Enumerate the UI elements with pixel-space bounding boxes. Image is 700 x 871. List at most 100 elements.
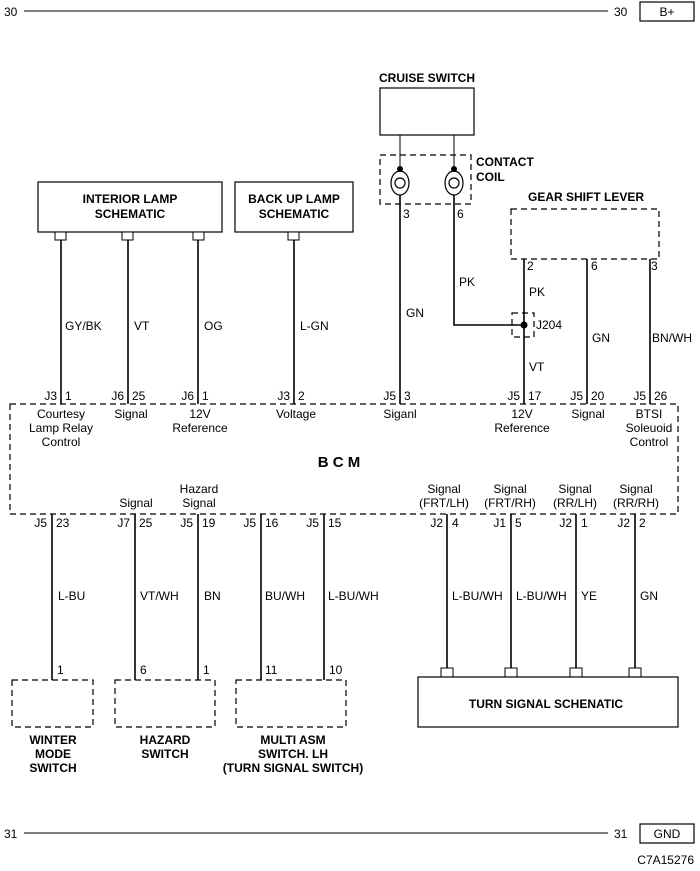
hazard-pin-6: 6: [140, 663, 147, 677]
multi-asm-switch: 11 10 MULTI ASM SWITCH. LH (TURN SIGNAL …: [223, 663, 363, 775]
wire-gn-gear: GN: [592, 331, 610, 345]
winter-title-1: WINTER: [29, 733, 77, 747]
top-rail-num-left: 30: [4, 5, 18, 19]
bcm-label-signal-j5: Signal: [571, 407, 604, 421]
wire-gn-ts: GN: [640, 589, 658, 603]
hazard-title-2: SWITCH: [141, 747, 188, 761]
contact-coil-box: [379, 154, 472, 205]
bcm-bot-conn-3: J5: [180, 516, 193, 530]
bcm-bot-pin-4: 16: [265, 516, 279, 530]
bcm-label-rr-lh-2: (RR/LH): [553, 496, 597, 510]
bcm-bot-conn-9: J2: [617, 516, 630, 530]
bcm-top-pin-4: 2: [298, 389, 305, 403]
bottom-ground-rail: 31 31 GND: [4, 823, 695, 844]
wire-vt-splice: VT: [529, 360, 545, 374]
bcm-label-rr-rh-1: Signal: [619, 482, 652, 496]
multi-pin-10: 10: [329, 663, 343, 677]
cruise-switch: CRUISE SWITCH: [379, 71, 475, 160]
wire-pk-gear: PK: [529, 285, 545, 299]
wire-ye: YE: [581, 589, 597, 603]
bcm-label-hazard-1: Hazard: [180, 482, 219, 496]
multi-title-1: MULTI ASM: [260, 733, 325, 747]
bcm-bot-conn-7: J1: [493, 516, 506, 530]
backup-lamp-schematic: BACK UP LAMP SCHEMATIC: [234, 181, 354, 241]
bcm-label-courtesy-2: Lamp Relay: [29, 421, 93, 435]
backup-lamp-title-2: SCHEMATIC: [259, 207, 330, 221]
cruise-switch-box: [379, 87, 475, 136]
wire-bu-wh: BU/WH: [265, 589, 305, 603]
bcm-label-12v-2: Reference: [172, 421, 228, 435]
gear-shift-lever-title: GEAR SHIFT LEVER: [528, 190, 644, 204]
bcm-top-conn-3: J6: [181, 389, 194, 403]
winter-title-3: SWITCH: [29, 761, 76, 775]
wire-og: OG: [204, 319, 223, 333]
bcm-bot-conn-1: J5: [34, 516, 47, 530]
bcm-label-rr-rh-2: (RR/RH): [613, 496, 659, 510]
bcm-top-pin-6: 17: [528, 389, 542, 403]
interior-lamp-title-2: SCHEMATIC: [95, 207, 166, 221]
multi-title-2: SWITCH. LH: [258, 747, 328, 761]
lower-wire-labels: L-BU VT/WH BN BU/WH L-BU/WH L-BU/WH L-BU…: [58, 589, 658, 603]
gear-pin-2: 2: [527, 259, 534, 273]
bcm-top-pin-5: 3: [404, 389, 411, 403]
wire-bn-wh: BN/WH: [652, 331, 692, 345]
hazard-title-1: HAZARD: [140, 733, 191, 747]
bcm-top-pin-2: 25: [132, 389, 146, 403]
bcm-bot-pin-7: 5: [515, 516, 522, 530]
bcm-label-hazard-2: Signal: [182, 496, 215, 510]
bcm-label-siganl: Siganl: [383, 407, 416, 421]
bcm-label-frt-rh-2: (FRT/RH): [484, 496, 536, 510]
wire-gy-bk: GY/BK: [65, 319, 102, 333]
gear-pin-3: 3: [651, 259, 658, 273]
bcm-bot-conn-8: J2: [559, 516, 572, 530]
contact-coil-pin-6: 6: [457, 207, 464, 221]
gear-shift-lever-box: [510, 208, 660, 260]
wire-gn-cruise: GN: [406, 306, 424, 320]
turn-signal-title: TURN SIGNAL SCHENATIC: [469, 697, 624, 711]
bcm-label-12v-j5-1: 12V: [511, 407, 532, 421]
multi-title-3: (TURN SIGNAL SWITCH): [223, 761, 363, 775]
bcm-bot-pin-3: 19: [202, 516, 216, 530]
bcm-label-voltage: Voltage: [276, 407, 316, 421]
bcm-module: B C M J3 1 J6 25 J6 1 J3 2 J5 3 J5 17 J5…: [9, 389, 679, 530]
bcm-label-courtesy-1: Courtesy: [37, 407, 85, 421]
bcm-bot-pin-2: 25: [139, 516, 153, 530]
bcm-bot-pin-1: 23: [56, 516, 70, 530]
bcm-label-btsi-2: Soleuoid: [626, 421, 673, 435]
bcm-bot-pin-5: 15: [328, 516, 342, 530]
bcm-label-12v-1: 12V: [189, 407, 210, 421]
bcm-label-frt-lh-2: (FRT/LH): [419, 496, 469, 510]
wire-vt-wh: VT/WH: [140, 589, 179, 603]
bcm-label-btsi-1: BTSI: [636, 407, 663, 421]
bcm-bot-pin-8: 1: [581, 516, 588, 530]
turn-signal-schematic: TURN SIGNAL SCHENATIC: [417, 667, 679, 728]
bcm-box: [9, 403, 679, 515]
bcm-top-conn-6: J5: [507, 389, 520, 403]
top-rail-num-right: 30: [614, 5, 628, 19]
figure-code: C7A15276: [637, 853, 694, 867]
upper-wire-labels: GY/BK VT OG L-GN GN PK PK VT GN BN/WH: [65, 275, 692, 374]
hazard-pin-1: 1: [203, 663, 210, 677]
winter-mode-switch: 1 WINTER MODE SWITCH: [11, 663, 94, 775]
wire-bn: BN: [204, 589, 221, 603]
bcm-bot-pin-9: 2: [639, 516, 646, 530]
bcm-top-pin-3: 1: [202, 389, 209, 403]
bcm-label-frt-lh-1: Signal: [427, 482, 460, 496]
wire-l-bu: L-BU: [58, 589, 85, 603]
bcm-bot-conn-2: J7: [117, 516, 130, 530]
contact-coil-title-1: CONTACT: [476, 155, 534, 169]
splice-j204: J204: [536, 318, 562, 332]
bcm-top-conn-4: J3: [277, 389, 290, 403]
interior-lamp-title-1: INTERIOR LAMP: [83, 192, 178, 206]
bcm-top-pin-7: 20: [591, 389, 605, 403]
wire-vt-interior: VT: [134, 319, 150, 333]
bottom-rail-num-left: 31: [4, 827, 18, 841]
bcm-label-courtesy-3: Control: [42, 435, 81, 449]
bottom-rail-num-right: 31: [614, 827, 628, 841]
contact-coil-title-2: COIL: [476, 170, 505, 184]
bcm-top-conn-7: J5: [570, 389, 583, 403]
winter-pin-1: 1: [57, 663, 64, 677]
bcm-bot-conn-5: J5: [306, 516, 319, 530]
upper-wires: J204: [60, 195, 651, 404]
